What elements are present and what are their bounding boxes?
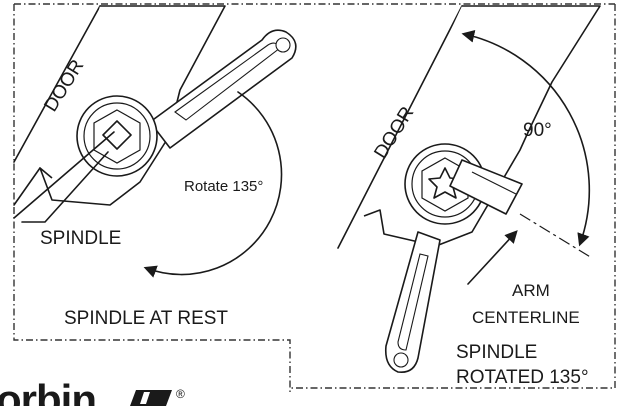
right-door-edge bbox=[337, 5, 463, 249]
spindle-square bbox=[102, 120, 132, 150]
left-spindle-hub bbox=[76, 95, 158, 177]
right-panel-frame bbox=[290, 4, 616, 389]
centerline-label: CENTERLINE bbox=[472, 308, 580, 327]
arm-label: ARM bbox=[512, 281, 550, 300]
logo-text: orbin bbox=[0, 376, 96, 406]
registered-mark: ® bbox=[176, 387, 185, 401]
left-door-edge bbox=[13, 5, 101, 206]
left-rotate-arrow bbox=[143, 91, 283, 278]
left-wrench bbox=[149, 29, 297, 149]
right-caption-line1: SPINDLE bbox=[456, 342, 537, 363]
left-panel-frame bbox=[13, 3, 615, 394]
logo: orbin ® bbox=[0, 376, 185, 406]
left-caption: SPINDLE AT REST bbox=[64, 308, 228, 329]
spindle-leader bbox=[13, 131, 115, 223]
arm-leader bbox=[467, 230, 518, 285]
angle-arc-arrow bbox=[461, 29, 591, 247]
right-wrench bbox=[384, 231, 441, 374]
right-caption-line2: ROTATED 135° bbox=[456, 367, 589, 388]
logo-mark-icon bbox=[130, 390, 172, 406]
angle-label: 90° bbox=[523, 120, 552, 141]
arm-centerline bbox=[519, 213, 593, 259]
rotate-label: Rotate 135° bbox=[184, 178, 263, 195]
spindle-label: SPINDLE bbox=[40, 228, 121, 249]
